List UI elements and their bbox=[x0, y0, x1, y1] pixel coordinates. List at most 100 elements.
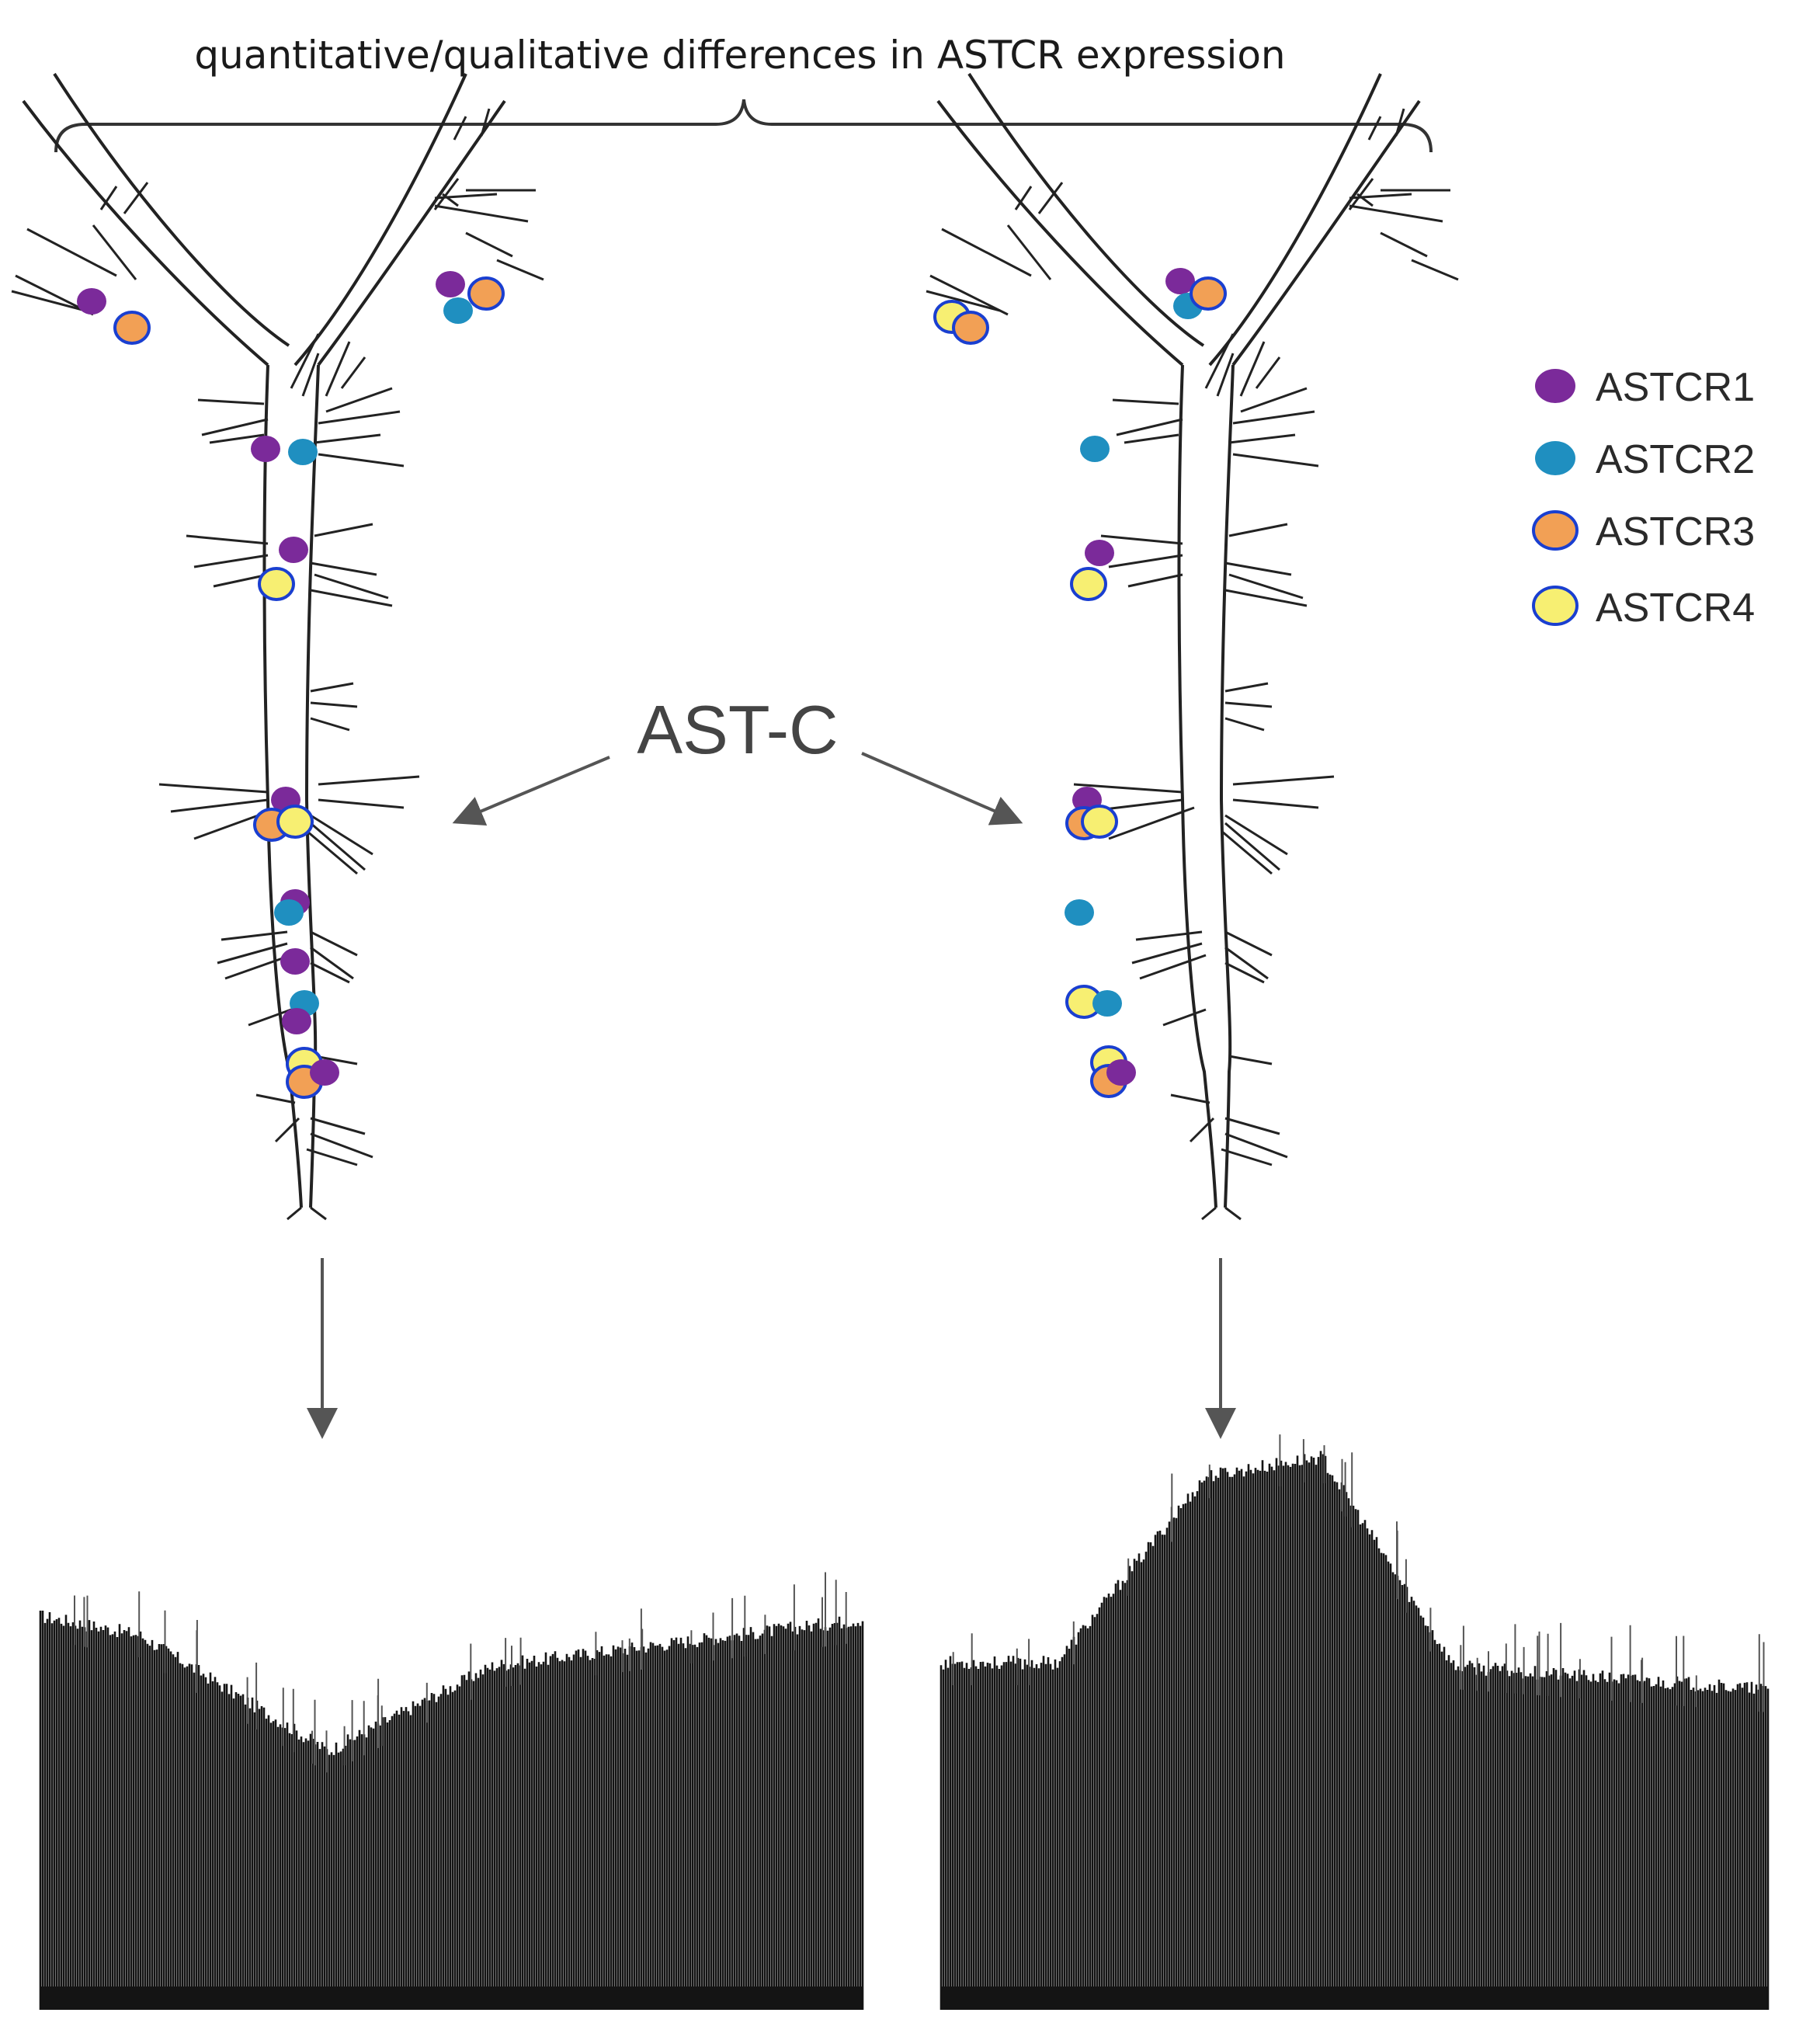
neuron-dendrite bbox=[1255, 356, 1281, 389]
neuron-dendrite bbox=[310, 961, 350, 984]
receptor-astcr4 bbox=[1070, 567, 1107, 601]
neuron-dendrite bbox=[99, 186, 118, 210]
neuron-dendrite bbox=[306, 829, 358, 875]
neuron-dendrite bbox=[1224, 946, 1269, 980]
neuron-dendrite bbox=[1221, 829, 1273, 875]
neuron-dendrite bbox=[1127, 573, 1183, 588]
neuron-dendrite bbox=[310, 930, 358, 957]
neuron-dendrite bbox=[1116, 418, 1183, 436]
neuron-dendrite bbox=[1162, 1008, 1207, 1027]
neuron-outline bbox=[1208, 73, 1382, 367]
legend-item-astcr3: ASTCR3 bbox=[1532, 509, 1755, 554]
neuron-dendrite bbox=[1224, 1206, 1242, 1221]
neuron-dendrite bbox=[301, 353, 320, 397]
trace-peaks bbox=[74, 1572, 847, 1773]
neuron-dendrite bbox=[306, 1148, 358, 1166]
neuron-outline bbox=[936, 99, 1184, 367]
receptor-astcr1 bbox=[1085, 540, 1114, 566]
arrow-to-left-neuron bbox=[452, 756, 610, 826]
neuron-dendrite bbox=[310, 1117, 366, 1135]
neuron-dendrite bbox=[209, 433, 265, 444]
receptor-astcr1 bbox=[310, 1059, 339, 1086]
neuron-dendrite bbox=[314, 433, 381, 444]
neuron-outline bbox=[967, 72, 1205, 347]
neuron-outline bbox=[53, 72, 290, 347]
recording-trace-left bbox=[39, 1572, 864, 2010]
neuron-dendrite bbox=[453, 116, 467, 141]
neuron-dendrite bbox=[1224, 814, 1288, 856]
neuron-dendrite bbox=[1232, 410, 1315, 425]
neuron-body bbox=[926, 72, 1459, 1221]
receptor-astcr2 bbox=[1080, 436, 1110, 462]
neuron-dendrite bbox=[1221, 1148, 1273, 1166]
neuron-dendrite bbox=[221, 930, 288, 941]
neuron-dendrite bbox=[1224, 682, 1269, 693]
neuron-dendrite bbox=[201, 418, 269, 436]
legend-label-astcr4: ASTCR4 bbox=[1596, 586, 1755, 631]
neuron-dendrite bbox=[158, 783, 269, 794]
neuron-dendrite bbox=[193, 554, 269, 568]
neuron-dendrite bbox=[1170, 1093, 1210, 1104]
neuron-dendrite bbox=[1240, 387, 1308, 413]
trace-peaks bbox=[952, 1434, 1765, 1712]
neuron-dendrite bbox=[310, 701, 358, 708]
neuron-dendrite bbox=[318, 453, 405, 468]
neuron-dendrite bbox=[310, 589, 393, 607]
neuron-dendrite bbox=[1124, 433, 1179, 444]
neuron-dendrite bbox=[496, 259, 544, 281]
neuron-dendrite bbox=[1239, 341, 1266, 397]
receptor-astcr1 bbox=[436, 271, 465, 297]
neuron-dendrite bbox=[1135, 930, 1203, 941]
neuron-dendrite bbox=[1232, 453, 1319, 468]
neuron-dendrite bbox=[310, 1206, 327, 1221]
legend-item-astcr4: ASTCR4 bbox=[1532, 586, 1755, 631]
neuron-dendrite bbox=[1224, 561, 1292, 576]
legend-label-astcr2: ASTCR2 bbox=[1596, 437, 1755, 482]
neuron-dendrite bbox=[310, 946, 354, 980]
neuron-dendrite bbox=[197, 398, 265, 405]
neuron-dendrite bbox=[1411, 259, 1459, 281]
neuron-dendrite bbox=[1232, 798, 1319, 809]
neuron-dendrite bbox=[1348, 178, 1374, 210]
neuron-dendrite bbox=[290, 333, 320, 389]
receptor-astcr1 bbox=[279, 537, 308, 563]
neuron-dendrite bbox=[1189, 1117, 1215, 1143]
neuron-dendrite bbox=[310, 822, 366, 871]
receptor-astcr2 bbox=[288, 439, 318, 465]
neuron-outline bbox=[317, 99, 506, 367]
neuron-dendrite bbox=[941, 228, 1032, 277]
legend-swatch-astcr1 bbox=[1535, 369, 1575, 403]
neuron-dendrite bbox=[248, 1008, 292, 1027]
neuron-left bbox=[11, 72, 544, 1221]
neuron-dendrite bbox=[287, 1206, 302, 1221]
neuron-dendrite bbox=[213, 573, 269, 588]
title-bracket bbox=[54, 99, 1433, 153]
receptor-astcr3 bbox=[467, 276, 505, 311]
trace-spikes bbox=[940, 1451, 1770, 2010]
legend-swatch-astcr4 bbox=[1532, 586, 1579, 626]
neuron-dendrite bbox=[186, 534, 269, 545]
receptor-astcr4 bbox=[1081, 805, 1118, 839]
neuron-dendrite bbox=[1224, 961, 1265, 984]
neuron-outline bbox=[1219, 364, 1235, 1208]
legend-swatch-astcr2 bbox=[1535, 441, 1575, 475]
neuron-dendrite bbox=[1224, 717, 1265, 732]
neuron-dendrite bbox=[123, 182, 149, 214]
neuron-dendrite bbox=[318, 798, 405, 809]
neuron-dendrite bbox=[92, 224, 137, 280]
neuron-dendrite bbox=[1201, 1206, 1217, 1221]
receptor-astcr3 bbox=[1190, 276, 1227, 311]
neuron-dendrite bbox=[1224, 822, 1280, 871]
receptor-astcr2 bbox=[274, 899, 304, 926]
legend: ASTCR1 ASTCR2 ASTCR3 ASTCR4 bbox=[1532, 365, 1755, 631]
neuron-outline bbox=[1177, 364, 1217, 1208]
neuron-outline bbox=[262, 364, 303, 1208]
receptor-astcr1 bbox=[77, 288, 106, 315]
neuron-dendrite bbox=[310, 1132, 373, 1159]
neuron-dendrite bbox=[1380, 231, 1428, 258]
neuron-dendrite bbox=[26, 228, 117, 277]
legend-item-astcr1: ASTCR1 bbox=[1535, 365, 1755, 410]
neuron-dendrite bbox=[1228, 1055, 1273, 1065]
